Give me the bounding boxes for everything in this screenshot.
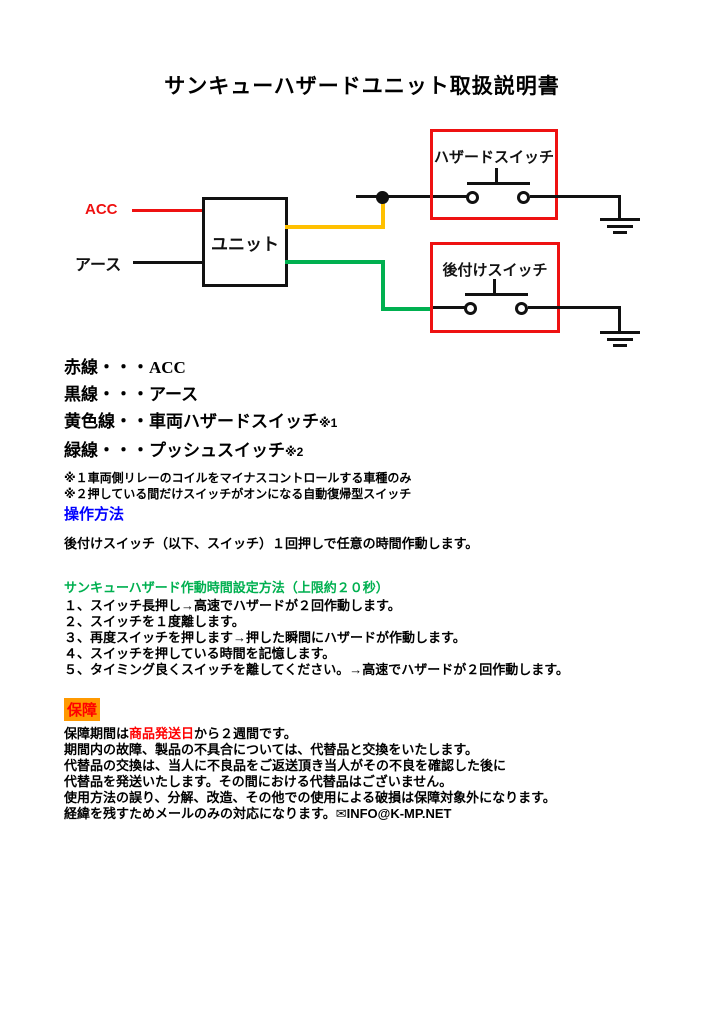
- email-icon: ✉: [335, 806, 347, 821]
- yellow-wire-horizontal: [285, 225, 385, 229]
- switch-stem: [493, 279, 496, 293]
- email-address: INFO@K-MP.NET: [346, 806, 452, 821]
- warranty-line: 経緯を残すためメールのみの対応になります。✉INFO@K-MP.NET: [64, 806, 452, 821]
- legend-red-line: 赤線・・・ACC: [64, 358, 186, 377]
- warranty-badge: 保障: [64, 698, 101, 721]
- page-title: サンキューハザードユニット取扱説明書: [164, 75, 560, 98]
- yellow-wire-vertical: [381, 197, 385, 229]
- operation-heading: 操作方法: [64, 506, 125, 523]
- timing-step: ３、再度スイッチを押します→押した瞬間にハザードが作動します。: [64, 630, 466, 645]
- legend-acc-value: ACC: [149, 358, 186, 377]
- addon-line-down: [618, 306, 621, 334]
- shipping-date-highlight: 商品発送日: [129, 726, 195, 741]
- warranty-section: 保障 保障期間は商品発送日から２週間です。 期間内の故障、製品の不具合については…: [64, 698, 556, 822]
- unit-label: ユニット: [211, 234, 279, 254]
- green-wire-horizontal-1: [285, 260, 385, 264]
- timing-heading: サンキューハザード作動時間設定方法（上限約２０秒）: [64, 580, 389, 595]
- switch-contact-right: [515, 302, 528, 315]
- timing-step: ５、タイミング良くスイッチを離してください。→高速でハザードが２回作動します。: [64, 662, 569, 677]
- note-ref-1: ※1: [319, 416, 338, 430]
- acc-wire: [132, 209, 202, 212]
- push-button-switch-icon: [464, 168, 532, 206]
- push-button-switch-icon: [462, 279, 530, 317]
- green-wire-horizontal-2: [381, 307, 432, 311]
- addon-line-right: [528, 306, 621, 309]
- switch-contact-right: [517, 191, 530, 204]
- hazard-line-left: [356, 195, 468, 198]
- warranty-line: 使用方法の誤り、分解、改造、その他での使用による破損は保障対象外になります。: [64, 790, 556, 805]
- switch-contact-left: [464, 302, 477, 315]
- wire-color-legend: 赤線・・・ACC 黒線・・・アース 黄色線・・車両ハザードスイッチ※1 緑線・・…: [64, 354, 411, 502]
- ground-icon: [600, 218, 640, 234]
- legend-note-1: ※１車両側リレーのコイルをマイナスコントロールする車種のみ: [64, 471, 412, 485]
- warranty-line: 代替品の交換は、当人に不良品をご返送頂き当人がその不良を確認した後に: [64, 758, 507, 773]
- timing-steps: １、スイッチ長押し→高速でハザードが２回作動します。 ２、スイッチを１度離します…: [64, 598, 569, 678]
- operation-section: 操作方法 後付けスイッチ（以下、スイッチ）１回押しで任意の時間作動します。: [64, 503, 478, 552]
- timing-step: ２、スイッチを１度離します。: [64, 614, 245, 629]
- legend-green-line: 緑線・・・プッシュスイッチ※2: [64, 441, 304, 460]
- addon-switch-label: 後付けスイッチ: [442, 262, 548, 279]
- switch-contact-left: [466, 191, 479, 204]
- warranty-line: 期間内の故障、製品の不具合については、代替品と交換をいたします。: [64, 742, 479, 757]
- timing-step: １、スイッチ長押し→高速でハザードが２回作動します。: [64, 598, 401, 613]
- switch-bar: [467, 182, 530, 185]
- warranty-lines: 保障期間は商品発送日から２週間です。 期間内の故障、製品の不具合については、代替…: [64, 726, 556, 822]
- legend-black-line: 黒線・・・アース: [64, 385, 199, 404]
- green-wire-vertical: [381, 260, 385, 311]
- addon-switch-box: 後付けスイッチ: [430, 242, 560, 333]
- unit-box: ユニット: [202, 197, 288, 287]
- note-ref-2: ※2: [285, 445, 304, 459]
- acc-label: ACC: [85, 201, 118, 218]
- operation-body: 後付けスイッチ（以下、スイッチ）１回押しで任意の時間作動します。: [64, 536, 479, 551]
- hazard-switch-box: ハザードスイッチ: [430, 129, 558, 220]
- earth-label: アース: [75, 257, 122, 274]
- switch-stem: [495, 168, 498, 182]
- hazard-switch-label: ハザードスイッチ: [433, 149, 554, 166]
- warranty-line: 代替品を発送いたします。その間における代替品はございません。: [64, 774, 453, 789]
- legend-notes: ※１車両側リレーのコイルをマイナスコントロールする車種のみ ※２押している間だけ…: [64, 470, 411, 502]
- legend-yellow-line: 黄色線・・車両ハザードスイッチ※1: [64, 412, 338, 431]
- ground-icon: [600, 331, 640, 347]
- earth-wire: [133, 261, 202, 264]
- timing-setup-section: サンキューハザード作動時間設定方法（上限約２０秒） １、スイッチ長押し→高速でハ…: [64, 580, 569, 678]
- hazard-line-down: [618, 195, 621, 221]
- switch-bar: [465, 293, 528, 296]
- hazard-line-right: [530, 195, 621, 198]
- warranty-line: 保障期間は商品発送日から２週間です。: [64, 726, 297, 741]
- legend-note-2: ※２押している間だけスイッチがオンになる自動復帰型スイッチ: [64, 487, 412, 501]
- junction-dot: [376, 191, 389, 204]
- timing-step: ４、スイッチを押している時間を記憶します。: [64, 646, 336, 661]
- addon-line-left: [433, 306, 466, 309]
